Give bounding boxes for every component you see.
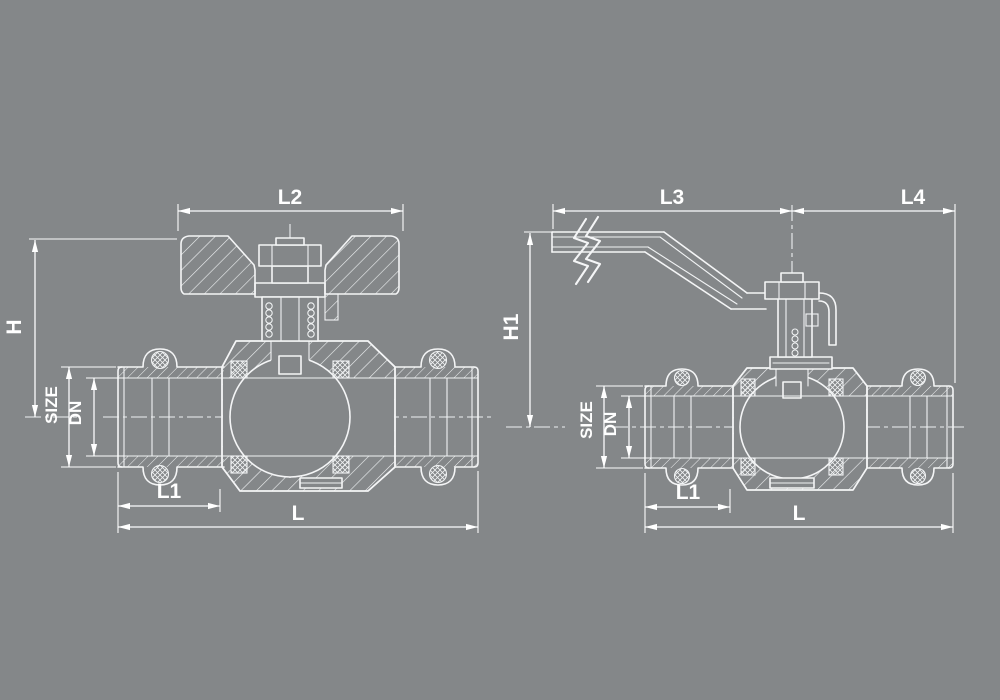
gland-notch xyxy=(805,313,819,327)
dim-label-L4: L4 xyxy=(901,186,926,209)
stem-neck xyxy=(271,265,309,284)
dim-label-L1: L1 xyxy=(676,481,701,504)
handle-strap xyxy=(818,292,837,346)
valve-seat xyxy=(828,378,844,397)
o-ring xyxy=(674,370,690,386)
valve-seat xyxy=(740,457,756,476)
o-ring xyxy=(674,468,690,484)
handle-stop-lug xyxy=(324,293,339,321)
o-ring xyxy=(910,370,926,386)
valve-seat xyxy=(332,360,350,379)
right-valve: L3 L4 H1 SIZE DN L1 L xyxy=(500,186,968,533)
left-valve-dimensions: L2 H SIZE DN L1 L xyxy=(3,186,479,533)
o-ring xyxy=(151,465,169,483)
butterfly-wing-left xyxy=(180,235,256,295)
right-valve-dimensions: L3 L4 H1 SIZE DN L1 L xyxy=(500,186,956,533)
valve-seat xyxy=(230,455,248,474)
o-ring xyxy=(151,351,169,369)
gland-flange xyxy=(254,282,326,298)
valve-seat xyxy=(828,457,844,476)
dim-label-DN: DN xyxy=(601,412,620,437)
stem-hex-nut xyxy=(764,281,820,300)
dim-label-SIZE: SIZE xyxy=(577,401,596,439)
left-valve-housing xyxy=(221,340,396,492)
spring-washers xyxy=(265,302,315,338)
valve-seat xyxy=(740,378,756,397)
stem-tenon xyxy=(278,355,302,375)
o-ring xyxy=(429,465,447,483)
butterfly-handle xyxy=(180,235,400,321)
left-stem-assembly xyxy=(254,237,326,342)
o-ring xyxy=(910,468,926,484)
dim-label-L1: L1 xyxy=(157,480,182,503)
o-ring xyxy=(429,351,447,369)
stem-cap xyxy=(780,272,804,283)
dim-label-DN: DN xyxy=(66,401,85,426)
dim-label-L3: L3 xyxy=(660,186,685,209)
right-valve-housing xyxy=(732,367,868,491)
gland-body xyxy=(777,297,813,358)
right-o-rings xyxy=(673,369,927,485)
dim-label-L: L xyxy=(292,502,305,525)
stem-tenon xyxy=(782,381,802,399)
valve-seat xyxy=(332,455,350,474)
stem-hex-nut xyxy=(258,244,322,267)
right-stem-assembly xyxy=(764,272,833,370)
left-valve: L2 H SIZE DN L1 L xyxy=(3,186,493,533)
butterfly-wing-right xyxy=(324,235,400,295)
ball xyxy=(229,356,351,478)
left-o-rings xyxy=(150,350,448,484)
dim-label-L2: L2 xyxy=(278,186,303,209)
spring-washers xyxy=(791,328,799,357)
stem-cap xyxy=(275,237,305,246)
lever-handle xyxy=(551,215,837,346)
valve-seat xyxy=(230,360,248,379)
dim-label-H1: H1 xyxy=(500,313,523,340)
dim-label-H: H xyxy=(3,319,26,334)
dim-label-SIZE: SIZE xyxy=(42,386,61,424)
handle-break-symbol xyxy=(572,215,602,286)
dim-label-L: L xyxy=(793,502,806,525)
